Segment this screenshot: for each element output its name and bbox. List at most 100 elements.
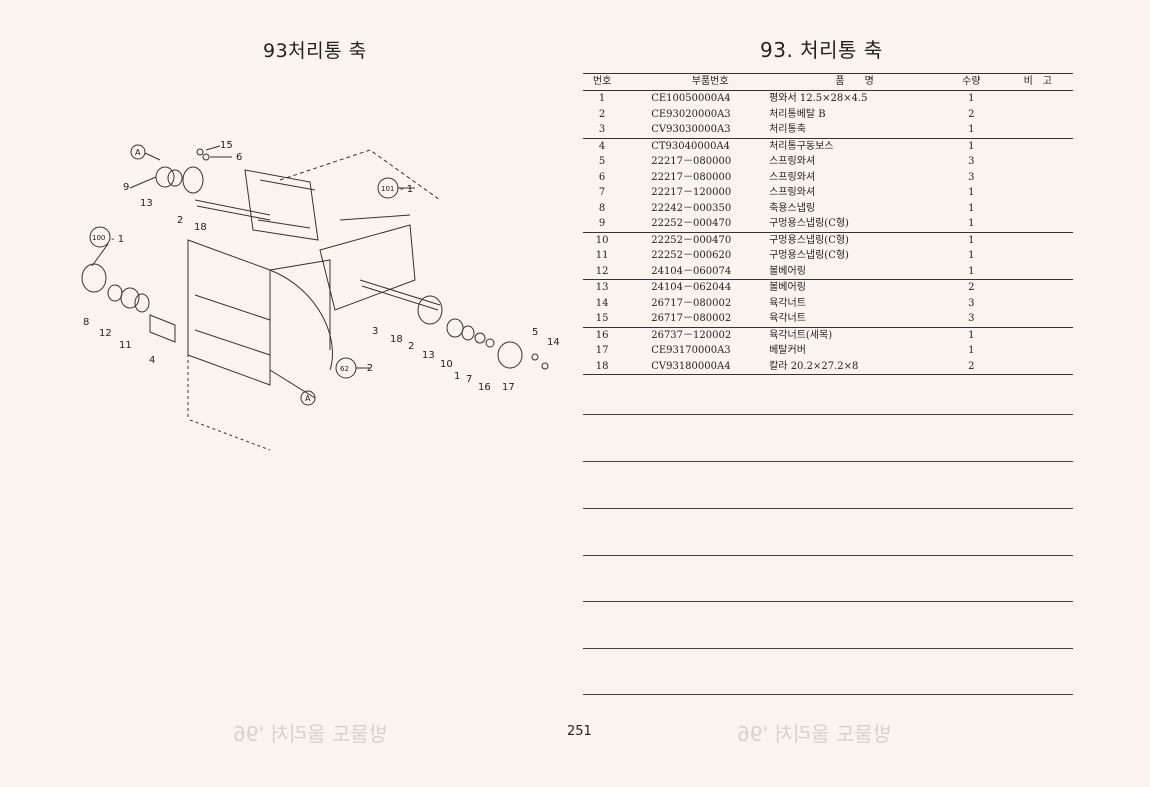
row-qty: 1 [968,187,975,198]
row-name: 처리통구동보스 [769,140,834,152]
row-name: 볼베어링 [769,282,806,293]
row-part-no: 26717－080002 [651,313,732,324]
header-part-no: 부품번호 [691,76,729,88]
row-no: 16 [595,329,609,341]
row-note [1003,91,1073,107]
row-qty: 2 [968,360,975,372]
row-qty: 3 [968,156,975,167]
row-qty: 1 [968,202,975,214]
row-qty: 1 [968,218,975,229]
svg-text:2: 2 [177,215,183,226]
row-no: 3 [598,124,606,135]
row-name: 축용스냅링 [769,202,816,214]
svg-text:12: 12 [99,328,112,339]
exploded-parts-diagram: 15 6 A 9 13 2 18 101 - 1 100 - 1 8 12 11… [81,140,560,451]
row-note [1003,138,1073,154]
row-note [1003,154,1073,170]
row-no: 1 [598,93,606,104]
row-no: 2 [598,108,606,120]
svg-text:- 1: - 1 [111,234,124,245]
left-page-title: 93처리통 축 [263,40,367,62]
row-no: 8 [598,202,606,214]
svg-text:4: 4 [149,355,155,366]
svg-text:1: 1 [454,371,460,382]
row-qty: 1 [968,345,975,356]
row-part-no: CV93030000A3 [651,124,731,135]
row-note [1003,201,1073,217]
row-qty: 2 [968,108,975,120]
svg-text:10: 10 [440,359,453,370]
row-name: 스프링와셔 [769,156,816,167]
blank-rule [583,648,1073,649]
row-note [1003,170,1073,186]
row-name: 칼라 20.2×27.2×8 [769,360,859,372]
row-name: 볼베어링 [769,265,806,277]
bleed-through-text: 방물도 울리처 '96 [233,722,388,746]
blank-rule [583,461,1073,462]
row-part-no: CE93170000A3 [651,345,731,356]
row-qty: 3 [968,171,975,183]
row-part-no: 24104－062044 [651,282,732,293]
row-name: 육각너트(세목) [769,329,833,341]
row-no: 9 [598,218,606,229]
header-no: 번호 [592,76,612,88]
svg-text:100: 100 [92,234,105,242]
row-qty: 1 [968,93,975,104]
svg-text:17: 17 [502,382,515,393]
row-name: 처리통축 [769,124,806,135]
row-part-no: CE10050000A4 [651,93,731,104]
row-no: 12 [595,265,609,277]
svg-text:13: 13 [140,198,153,209]
row-part-no: 26717－080002 [651,297,732,309]
row-no: 7 [598,187,606,198]
row-part-no: 26737－120002 [651,329,732,341]
table-header-row: 번호 부품번호 품 명 수량 비 고 [583,73,1073,91]
row-part-no: 22252－000620 [651,250,732,261]
header-qty: 수량 [962,76,981,88]
row-note [1003,232,1073,248]
row-name: 육각너트 [769,313,806,324]
row-no: 6 [598,171,606,183]
row-no: 14 [595,297,609,309]
table-row: 8 22242－000350 축용스냅링 1 [583,201,1073,217]
header-note: 비 고 [1023,76,1052,88]
row-name: 스프링와셔 [769,171,816,183]
row-no: 15 [595,313,609,324]
row-qty: 2 [968,282,975,293]
table-row: 13 24104－062044 볼베어링 2 [583,280,1073,296]
svg-text:- 1: - 1 [400,184,413,195]
row-name: 육각너트 [769,297,806,309]
row-qty: 1 [968,265,975,277]
row-note [1003,122,1073,138]
row-part-no: 24104－060074 [651,265,732,277]
row-note [1003,185,1073,201]
svg-text:13: 13 [422,350,435,361]
row-no: 4 [598,140,606,152]
blank-rule [583,601,1073,602]
table-row: 12 24104－060074 볼베어링 1 [583,264,1073,280]
row-name: 스프링와셔 [769,187,816,198]
row-no: 13 [595,282,609,293]
row-part-no: CV93180000A4 [651,360,731,372]
row-part-no: 22242－000350 [651,202,732,214]
svg-text:14: 14 [547,337,560,348]
svg-text:62: 62 [340,365,349,373]
row-qty: 3 [968,313,975,324]
blank-rule [583,694,1073,695]
row-no: 5 [598,156,606,167]
svg-text:101: 101 [381,185,394,193]
row-note [1003,343,1073,359]
table-row: 5 22217－080000 스프링와셔 3 [583,154,1073,170]
row-note [1003,248,1073,264]
row-part-no: 22217－080000 [651,156,732,167]
